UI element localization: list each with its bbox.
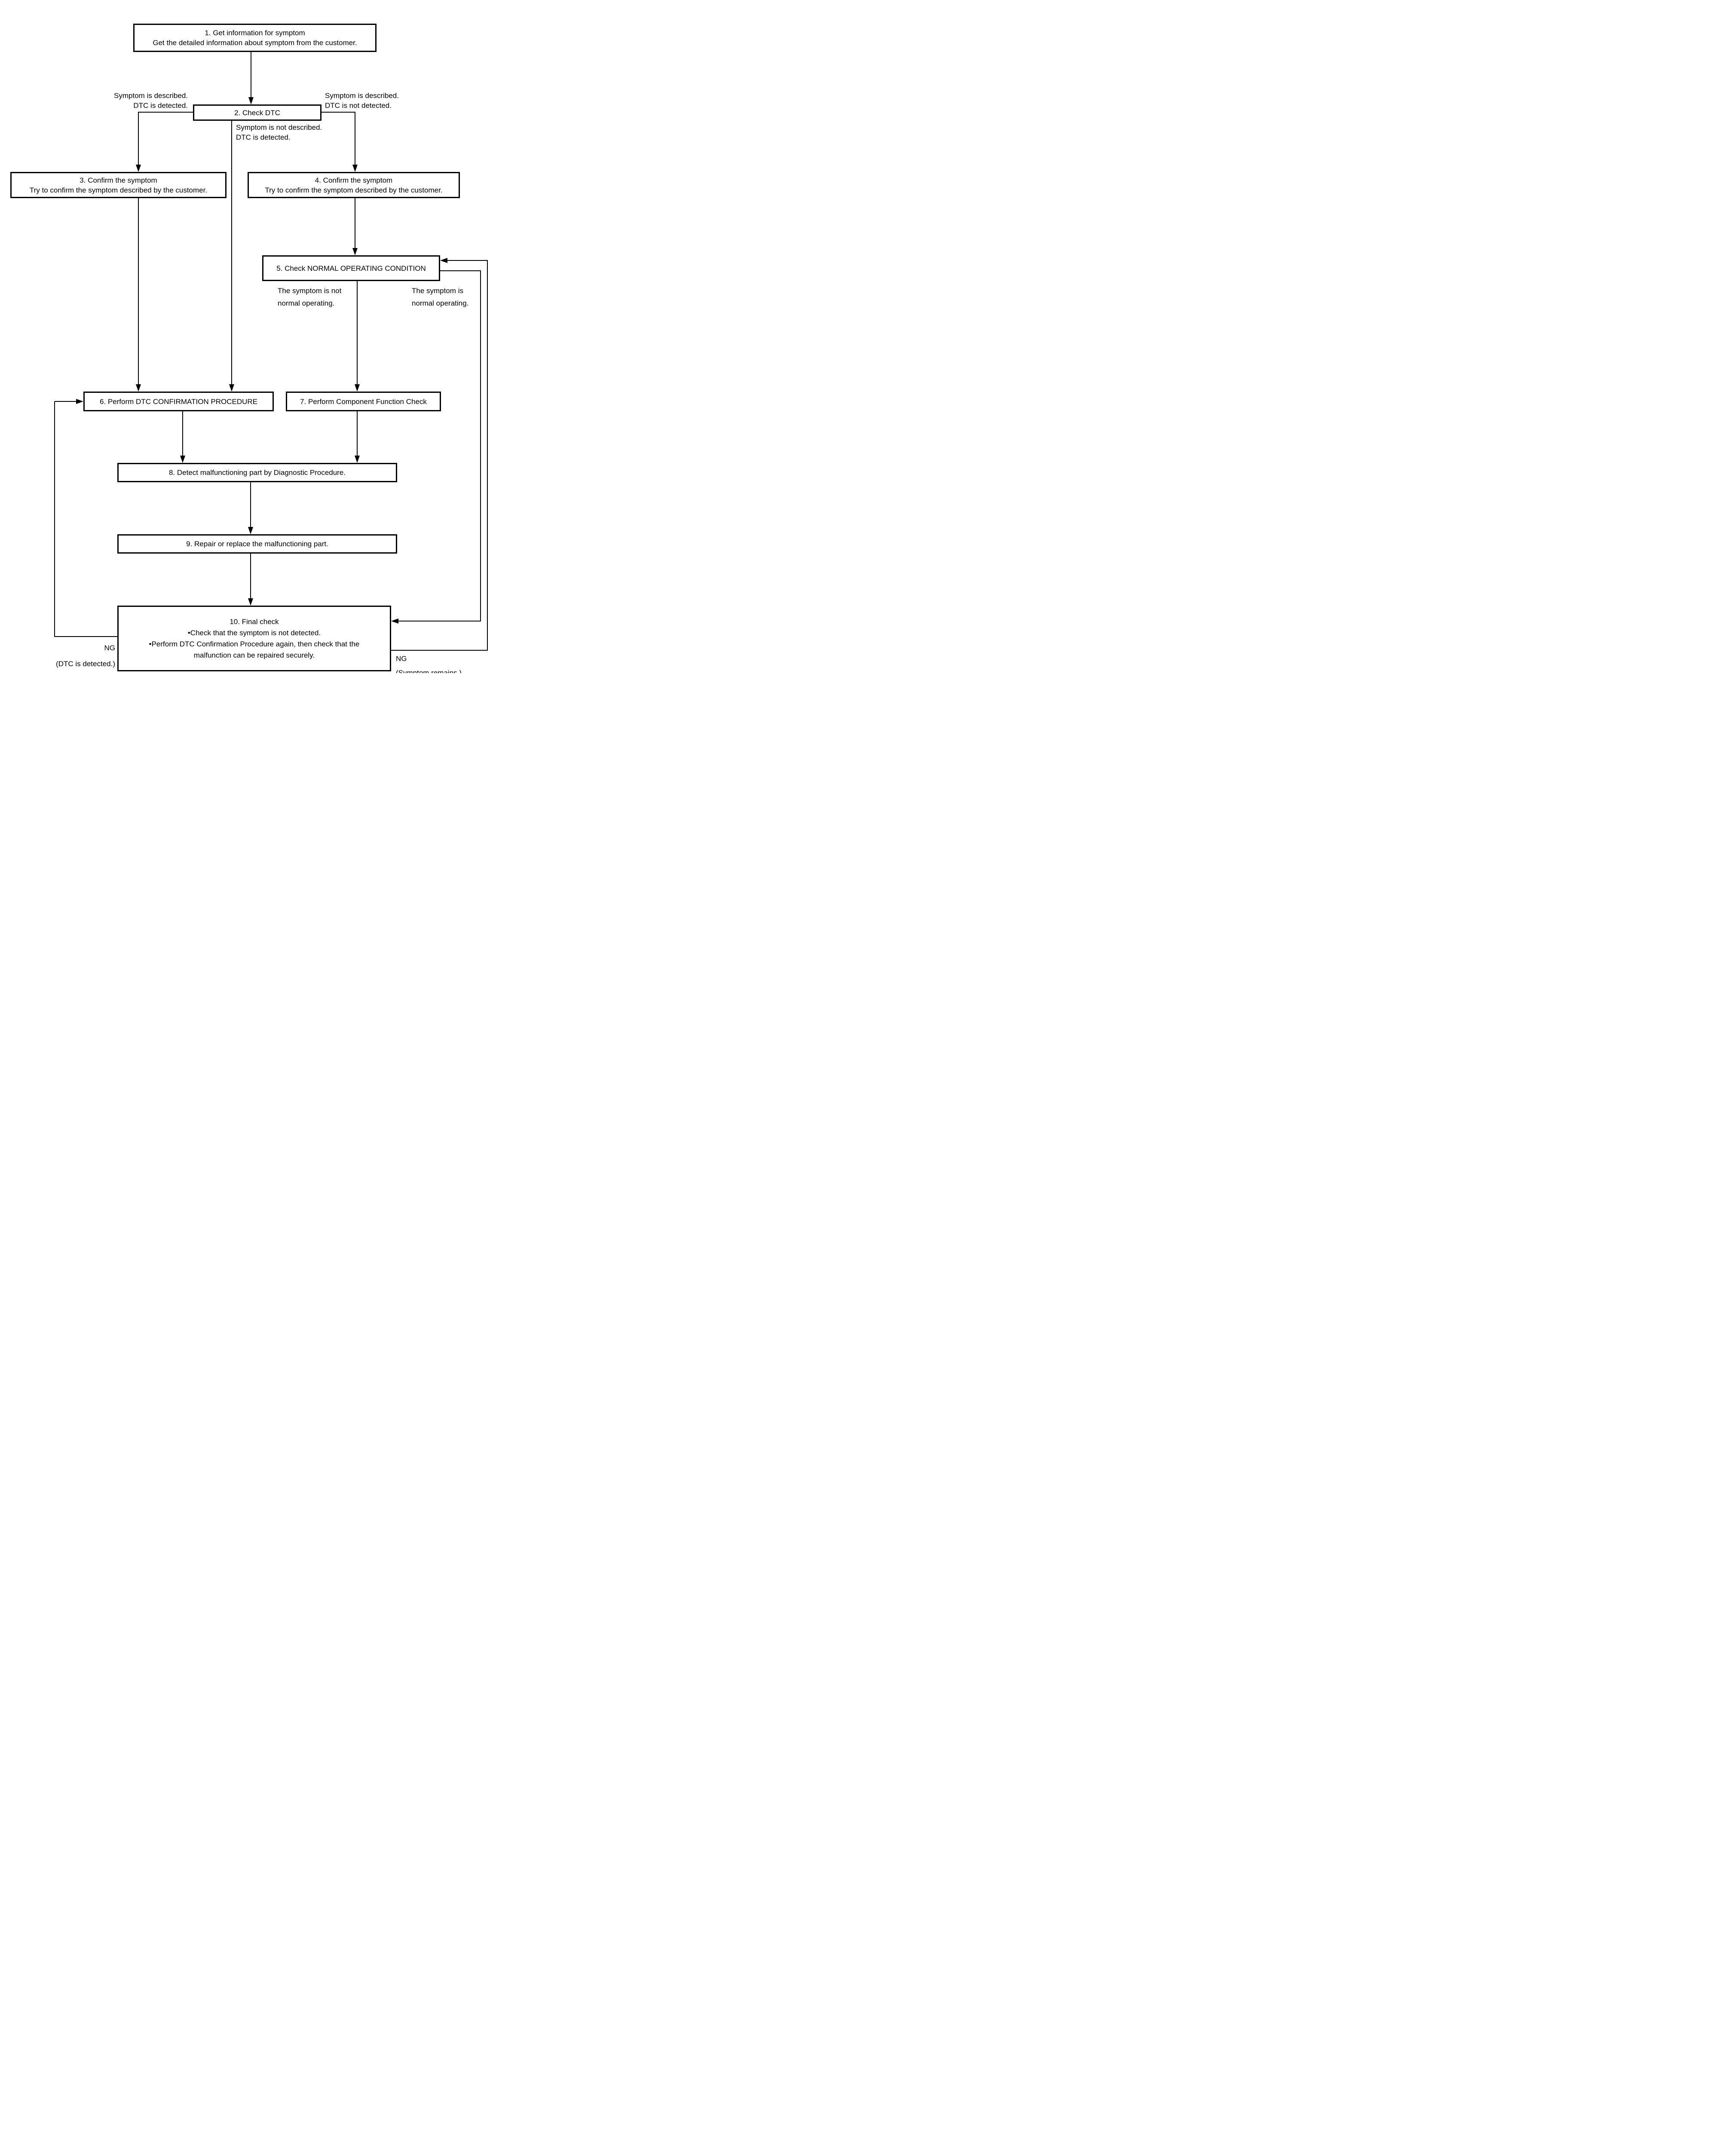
flow-line-ng-right-top <box>447 260 487 261</box>
edge-label-symptom-not-described-dtc-detected: Symptom is not described. DTC is detecte… <box>236 122 322 142</box>
edge-label-line: Symptom is described. <box>114 92 188 100</box>
node-6-title: 6. Perform DTC CONFIRMATION PROCEDURE <box>99 397 258 406</box>
edge-label-line: DTC is not detected. <box>325 101 392 110</box>
flow-line-ng-left-bottom <box>55 636 117 637</box>
flow-line-n2-left-horizontal <box>138 112 193 113</box>
arrowhead-into-n8-from-n7 <box>355 456 360 463</box>
arrowhead-into-n5-right <box>440 258 447 263</box>
arrowhead-into-n8-from-n6 <box>180 456 185 463</box>
arrowhead-into-n9 <box>248 527 253 534</box>
flow-line-n2-right-horizontal <box>321 112 355 113</box>
arrowhead-into-n2 <box>248 97 254 104</box>
arrowhead-into-n6-from-n2 <box>229 384 234 392</box>
node-5-check-normal-operating-condition: 5. Check NORMAL OPERATING CONDITION <box>262 255 440 281</box>
node-7-perform-component-function-check: 7. Perform Component Function Check <box>286 392 441 411</box>
flow-line-n9-to-n10 <box>250 554 251 600</box>
edge-label-line: The symptom is <box>412 287 463 295</box>
node-3-confirm-symptom: 3. Confirm the symptom Try to confirm th… <box>10 172 227 198</box>
edge-label-symptom-described-dtc-not-detected: Symptom is described. DTC is not detecte… <box>325 91 399 110</box>
flow-line-n8-to-n9 <box>250 482 251 528</box>
node-8-detect-malfunctioning-part: 8. Detect malfunctioning part by Diagnos… <box>117 463 397 482</box>
node-8-title: 8. Detect malfunctioning part by Diagnos… <box>168 468 346 477</box>
flow-line-ng-left-top <box>55 401 77 402</box>
edge-label-line: (DTC is detected.) <box>56 660 115 668</box>
node-4-title: 4. Confirm the symptom <box>315 176 393 184</box>
node-4-description: Try to confirm the symptom described by … <box>265 186 443 194</box>
diagnosis-flowchart: 1. Get information for symptom Get the d… <box>0 0 497 673</box>
node-9-title: 9. Repair or replace the malfunctioning … <box>186 540 328 548</box>
edge-label-symptom-described-dtc-detected: Symptom is described. DTC is detected. <box>80 91 188 110</box>
arrowhead-into-n4 <box>352 165 358 172</box>
edge-label-line: (Symptom remains.) <box>396 669 462 673</box>
node-1-title: 1. Get information for symptom <box>205 29 305 37</box>
edge-label-line: normal operating. <box>278 299 335 307</box>
flow-line-n6-to-n8 <box>182 411 183 457</box>
flow-line-n7-to-n8 <box>357 411 358 457</box>
edge-label-line: Symptom is described. <box>325 92 399 100</box>
arrowhead-into-n6-from-n3 <box>136 384 141 392</box>
edge-label-symptom-not-normal-operating: The symptom is not normal operating. <box>278 285 341 309</box>
flow-line-n3-to-n6 <box>138 198 139 385</box>
node-1-description: Get the detailed information about sympt… <box>153 39 357 47</box>
node-4-confirm-symptom: 4. Confirm the symptom Try to confirm th… <box>248 172 460 198</box>
edge-label-line: Symptom is not described. <box>236 123 322 132</box>
node-9-repair-or-replace: 9. Repair or replace the malfunctioning … <box>117 534 397 554</box>
edge-label-line: DTC is detected. <box>236 133 291 141</box>
edge-label-ng-dtc-detected: NG (DTC is detected.) <box>16 640 115 672</box>
arrowhead-into-n6-left <box>76 399 83 404</box>
node-7-title: 7. Perform Component Function Check <box>300 397 427 406</box>
edge-label-line: DTC is detected. <box>133 101 188 110</box>
edge-label-ng-symptom-remains: NG (Symptom remains.) <box>396 652 462 673</box>
edge-label-line: normal operating. <box>412 299 469 307</box>
flow-line-ng-right-bottom <box>391 650 487 651</box>
flow-line-n2-to-n3 <box>138 112 139 166</box>
edge-label-line: NG <box>396 655 407 663</box>
node-10-bullet-2: •Perform DTC Confirmation Procedure agai… <box>149 640 360 648</box>
node-1-get-information: 1. Get information for symptom Get the d… <box>133 24 377 52</box>
arrowhead-into-n10-top <box>248 598 253 606</box>
node-2-title: 2. Check DTC <box>234 108 280 117</box>
node-10-final-check: 10. Final check •Check that the symptom … <box>117 606 391 671</box>
arrowhead-into-n10-right <box>391 618 398 624</box>
flow-line-ng-right-vertical <box>487 260 488 651</box>
edge-label-symptom-normal-operating: The symptom is normal operating. <box>412 285 468 309</box>
node-5-title: 5. Check NORMAL OPERATING CONDITION <box>276 264 426 272</box>
node-10-bullet-1: •Check that the symptom is not detected. <box>187 628 321 637</box>
arrowhead-into-n3 <box>136 165 141 172</box>
node-2-check-dtc: 2. Check DTC <box>193 104 321 121</box>
flow-line-n2-to-n6 <box>231 121 232 385</box>
flow-line-n5-to-n7 <box>357 281 358 385</box>
arrowhead-into-n5-top <box>352 248 358 255</box>
edge-label-line: The symptom is not <box>278 287 342 295</box>
node-6-perform-dtc-confirmation-procedure: 6. Perform DTC CONFIRMATION PROCEDURE <box>83 392 274 411</box>
flow-line-ng-left-vertical <box>54 401 55 637</box>
arrowhead-into-n7 <box>355 384 360 392</box>
node-10-bullet-2-continued: malfunction can be repaired securely. <box>193 651 315 659</box>
flow-line-normal-top <box>440 270 481 271</box>
node-10-title: 10. Final check <box>230 617 279 626</box>
node-3-title: 3. Confirm the symptom <box>80 176 157 184</box>
node-3-description: Try to confirm the symptom described by … <box>29 186 208 194</box>
edge-label-line: NG <box>104 644 116 652</box>
flow-line-normal-vertical <box>480 270 481 621</box>
